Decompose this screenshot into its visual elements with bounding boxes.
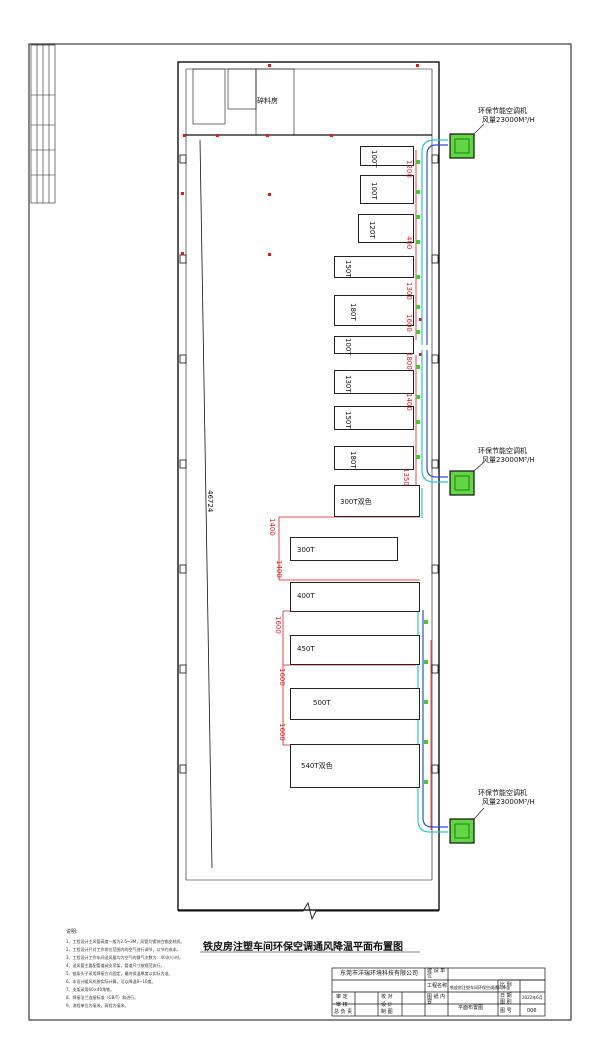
dimension-label: 1400 — [268, 518, 276, 536]
air-ducts — [417, 139, 448, 833]
machine-6: 100T — [334, 336, 414, 356]
machine-9: 180T — [334, 446, 414, 470]
columns — [179, 154, 439, 774]
notes-heading: 说明: — [66, 929, 78, 935]
machine-label: 300T双色 — [340, 498, 372, 506]
dimension-label: 1350 — [402, 468, 410, 486]
title-block-grid — [331, 967, 546, 1017]
ac-unit-1-graphic — [449, 123, 485, 159]
sheet-label: 图 别 — [500, 999, 512, 1005]
note-item: 1、工程设计主风管高度一般为2.5~3M，风管为镀锌白铁皮材质。 — [66, 939, 185, 944]
machine-15: 540T双色 — [290, 744, 420, 788]
length-dimension-line — [199, 139, 213, 869]
note-item: 8、焊接法兰连接标准（GB/T）和进行。 — [66, 995, 139, 1000]
dimension-label: 1600 — [278, 723, 286, 741]
design-label: 设 计 — [381, 1002, 393, 1008]
note-item: 4、送风管主要配管道阀支吊架，管道尺寸按规范执行。 — [66, 963, 165, 968]
project-label: 工程名称 — [427, 983, 448, 989]
machine-10: 300T双色 — [334, 485, 420, 517]
project-value: 铁皮房注塑车间环保空调通风降温 — [450, 985, 510, 990]
ac-unit-2: 环保节能空调机 风量23000M³/H — [478, 448, 535, 464]
reviewed-label: 审 核 — [336, 1002, 348, 1008]
dimension-label: 400 — [405, 236, 413, 250]
ac-unit-1: 环保节能空调机 风量23000M³/H — [478, 108, 535, 124]
dimension-label: 1400 — [405, 393, 413, 411]
ac-unit-name: 环保节能空调机 — [478, 107, 527, 115]
date-label: 日 期 — [500, 993, 512, 999]
build-unit-label: 建 设 单 位 — [427, 968, 446, 979]
air-diffusers — [416, 160, 428, 784]
ac-unit-3: 环保节能空调机 风量23000M³/H — [478, 790, 535, 806]
proof-label: 校 对 — [381, 994, 393, 1000]
machine-13: 450T — [290, 635, 420, 665]
ac-unit-name: 环保节能空调机 — [478, 789, 527, 797]
checked-label: 审 定 — [336, 994, 348, 1000]
dimension-label: 1800 — [405, 352, 413, 370]
ac-unit-airflow: 风量23000M³/H — [482, 456, 535, 464]
machine-label: 150T — [344, 411, 352, 429]
ac-unit-2-graphic — [449, 461, 485, 496]
dimension-label: 1600 — [405, 314, 413, 332]
dimension-label: 1200 — [405, 160, 413, 178]
number-value: 006 — [527, 1008, 537, 1014]
room-label: 碎料房 — [257, 97, 278, 105]
machine-label: 100T — [344, 338, 352, 356]
drawing-title: 铁皮房注塑车间环保空调通风降温平面布置图 — [203, 942, 403, 953]
machine-12: 400T — [290, 582, 420, 612]
machine-label: 100T — [370, 182, 378, 200]
machine-14: 500T — [290, 688, 420, 720]
company-name: 东莞市洋瑞环境科技有限公司 — [340, 970, 419, 977]
machine-label: 500T — [313, 699, 331, 707]
ac-unit-name: 环保节能空调机 — [478, 447, 527, 455]
ac-unit-airflow: 风量23000M³/H — [482, 116, 535, 124]
outer-frame — [28, 43, 572, 1021]
ac-unit-3-graphic — [449, 807, 485, 844]
number-label: 图 号 — [500, 1008, 512, 1014]
machine-label: 540T双色 — [301, 762, 333, 770]
machine-3: 120T — [358, 214, 414, 243]
machine-label: 130T — [344, 375, 352, 393]
total-length-label: 46724 — [206, 490, 214, 513]
note-item: 6、本设计暖风机按实际计算，可以降温8~10度。 — [66, 979, 156, 984]
machine-1: 100T — [360, 146, 414, 168]
note-item: 2、工程设计只对工作岗位范围内的空气进行调节，以节约成本。 — [66, 947, 181, 952]
note-item: 5、链条头子采用焊接方式固定，最终保温厚度以实际为准。 — [66, 971, 173, 976]
break-symbol — [178, 901, 439, 921]
ac-unit-airflow: 风量23000M³/H — [482, 798, 535, 806]
date-value: 2022年6月 — [522, 995, 543, 1000]
dimension-label: 1600 — [274, 616, 282, 634]
draw-label: 制 图 — [381, 1009, 393, 1015]
machine-label: 100T — [370, 150, 378, 168]
machine-label: 180T — [349, 303, 357, 321]
dimension-label: 1600 — [278, 668, 286, 686]
machine-5: 180T — [334, 295, 414, 326]
machine-label: 180T — [349, 451, 357, 469]
machine-label: 450T — [297, 645, 315, 653]
note-item: 3、工程设计工作车间送风量均为空气的换气次数为：40次/小时。 — [66, 955, 183, 960]
machine-label: 150T — [344, 260, 352, 278]
machine-11: 300T — [290, 537, 398, 561]
revision-strip — [30, 44, 56, 204]
machine-label: 400T — [297, 592, 315, 600]
drawing-content-label: 图 纸 内 容 — [427, 994, 446, 1005]
building-outline — [177, 61, 440, 911]
dimension-label: 1300 — [405, 282, 413, 300]
note-item: 9、流程单位为毫米，高程为毫米。 — [66, 1003, 129, 1008]
chief-label: 总 负 责 — [334, 1009, 353, 1015]
machine-2: 100T — [360, 175, 414, 204]
machine-4: 150T — [334, 256, 414, 278]
machine-label: 300T — [297, 546, 315, 554]
machine-label: 120T — [368, 221, 376, 239]
machine-7: 130T — [334, 370, 414, 394]
dimension-label: 1400 — [275, 560, 283, 578]
red-markers — [181, 64, 422, 356]
machine-8: 150T — [334, 406, 414, 430]
note-item: 7、支架采用60×40角铁。 — [66, 987, 115, 992]
drawing-content-value: 平面布置图 — [458, 1005, 484, 1011]
scale-label: 比 例 — [500, 982, 512, 988]
